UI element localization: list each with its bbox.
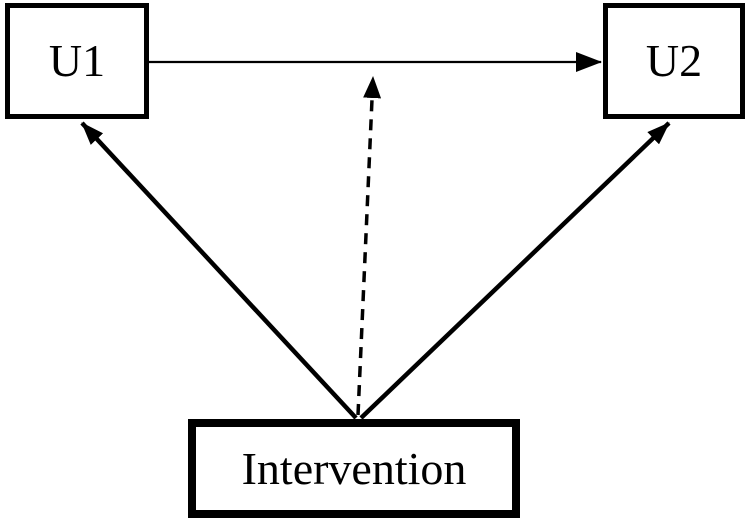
edge-intervention-to-u1u2-path	[356, 76, 382, 416]
node-u2: U2	[603, 3, 745, 119]
node-intervention-label: Intervention	[241, 442, 467, 494]
node-u2-label: U2	[645, 35, 703, 86]
edge-intervention-to-u2	[359, 121, 671, 420]
node-intervention: Intervention	[188, 419, 520, 518]
node-u1: U1	[5, 3, 149, 119]
node-u1-label: U1	[48, 35, 106, 86]
edge-intervention-to-u1	[80, 121, 358, 420]
